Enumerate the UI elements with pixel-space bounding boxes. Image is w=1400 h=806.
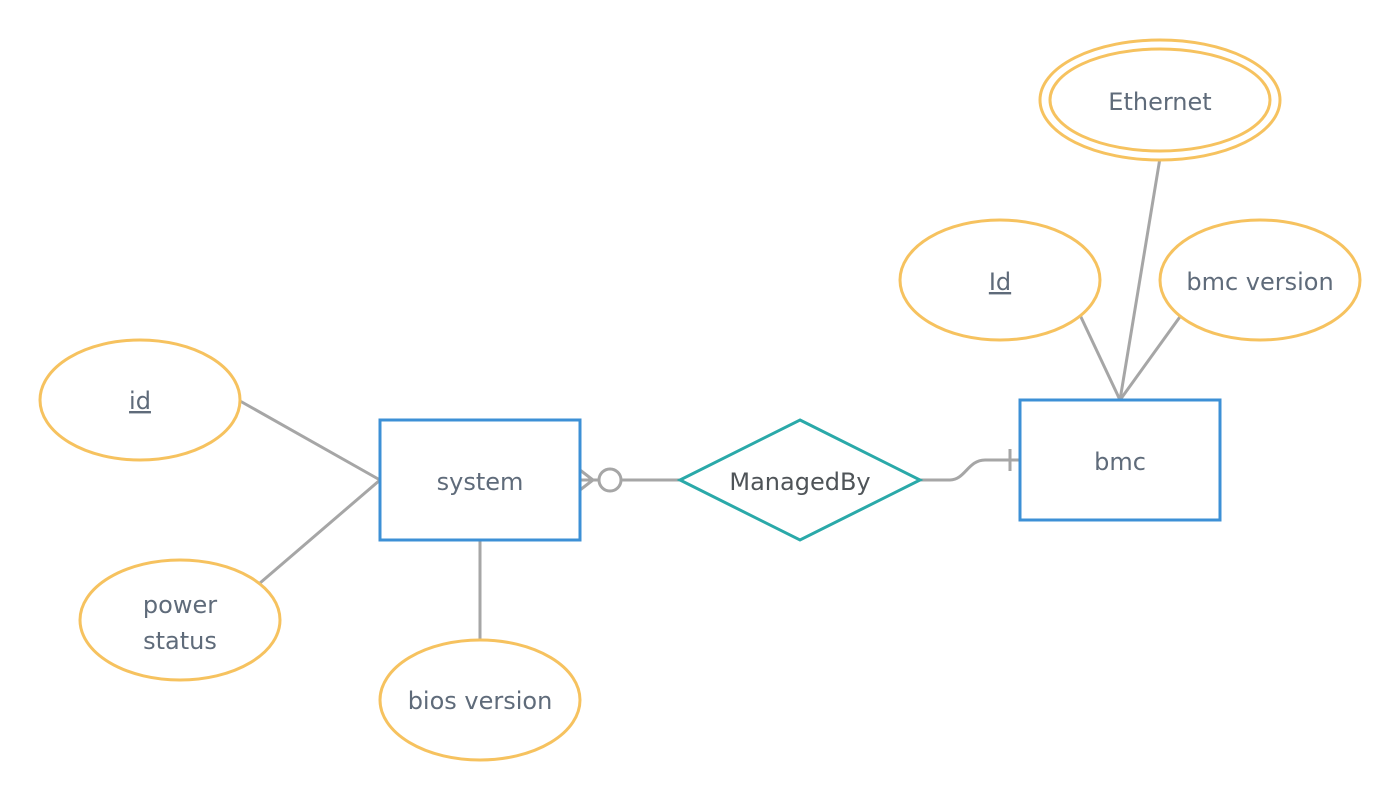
entity-box <box>378 418 582 542</box>
cardinality-zero-or-many-marker <box>579 467 623 493</box>
attribute-label: Id <box>989 268 1011 296</box>
attribute-label-line-2: status <box>143 627 217 655</box>
connector-bmc-ethernet <box>1118 157 1162 401</box>
attribute-ellipse <box>1158 218 1362 342</box>
entity-label: system <box>437 468 524 496</box>
entity-box <box>1018 398 1222 522</box>
connector-bmc-version <box>1118 313 1184 401</box>
attribute-bmc-version[interactable]: bmc version <box>1158 218 1362 342</box>
optional-circle-marker <box>597 467 623 493</box>
attribute-power-status[interactable]: power status <box>78 558 282 682</box>
attribute-ellipse <box>378 638 582 762</box>
attribute-label: id <box>129 387 151 415</box>
crows-foot-marker <box>579 468 596 492</box>
connectors <box>239 157 1184 640</box>
relationship-label: ManagedBy <box>729 468 870 496</box>
attribute-system-id[interactable]: id <box>38 338 242 462</box>
connector-system-power-status <box>259 478 381 585</box>
entity-system[interactable]: system <box>378 418 582 542</box>
entity-label: bmc <box>1094 448 1146 476</box>
connector-system-id <box>239 399 381 482</box>
connector-managedby-bmc <box>920 458 1020 482</box>
attribute-label: Ethernet <box>1108 88 1211 116</box>
attribute-label: bmc version <box>1186 268 1333 296</box>
attribute-bios-version[interactable]: bios version <box>378 638 582 762</box>
relationship-managedby[interactable]: ManagedBy <box>676 418 924 542</box>
entity-bmc[interactable]: bmc <box>1018 398 1222 522</box>
attribute-ellipse <box>898 218 1102 342</box>
attribute-label-line-1: power <box>143 591 217 619</box>
attribute-ethernet-multivalued[interactable]: Ethernet <box>1038 38 1282 162</box>
attribute-bmc-id[interactable]: Id <box>898 218 1102 342</box>
attribute-ellipse <box>78 558 282 682</box>
relationship-diamond <box>676 418 924 542</box>
attribute-label: bios version <box>408 687 553 715</box>
connector-bmc-id <box>1078 314 1122 401</box>
attribute-ellipse <box>38 338 242 462</box>
attribute-ellipse-inner <box>1048 47 1272 153</box>
